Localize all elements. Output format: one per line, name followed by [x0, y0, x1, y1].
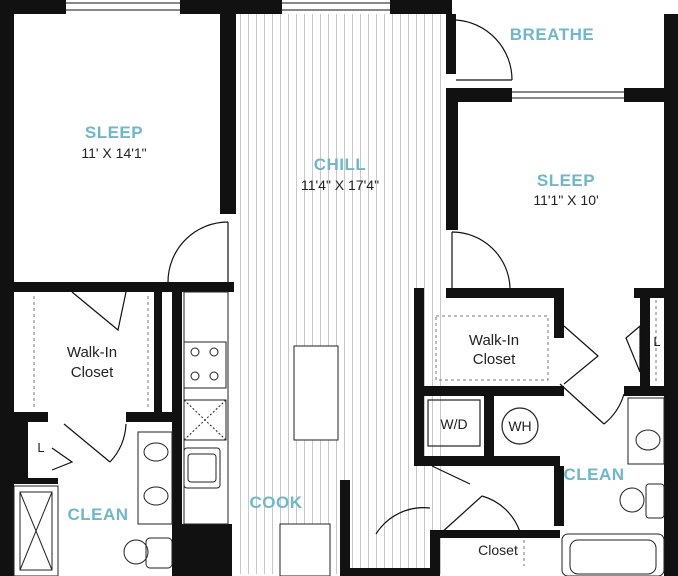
closet-shelves [33, 296, 657, 566]
burner [209, 371, 219, 381]
clean1-name: CLEAN [67, 505, 128, 524]
linen1-label: L [37, 440, 44, 455]
kitchen-fixtures [183, 291, 339, 576]
closet-name: Closet [478, 542, 518, 558]
burner [209, 347, 219, 357]
windows [66, 2, 624, 99]
walkin1-line1: Walk-In [67, 344, 117, 361]
chill-dims: 11'4" X 17'4" [301, 177, 379, 193]
room-labels: SLEEP 11' X 14'1" CHILL 11'4" X 17'4" BR… [37, 25, 660, 558]
burner [190, 371, 200, 381]
sleep1-name: SLEEP [85, 123, 143, 142]
bath2-fixtures [561, 397, 665, 576]
washer-dryer [427, 399, 481, 447]
water-heater [501, 407, 539, 445]
doors [51, 19, 641, 535]
laundry-fixtures [427, 399, 539, 447]
linen2-label: L [653, 334, 660, 349]
burner [190, 347, 200, 357]
walkin2-line2: Closet [473, 351, 516, 368]
sleep2-name: SLEEP [537, 171, 595, 190]
sleep2-dims: 11'1" X 10' [533, 192, 598, 208]
wd-label: W/D [440, 416, 467, 432]
chill-name: CHILL [314, 155, 367, 174]
walkin2-line1: Walk-In [469, 332, 519, 349]
clean2-name: CLEAN [563, 465, 624, 484]
cook-name: COOK [250, 493, 303, 512]
breathe-name: BREATHE [510, 25, 594, 44]
walkin1-line2: Closet [71, 364, 114, 381]
sleep1-dims: 11' X 14'1" [81, 145, 146, 161]
bath1-fixtures [13, 431, 173, 576]
wh-label: WH [508, 418, 531, 434]
